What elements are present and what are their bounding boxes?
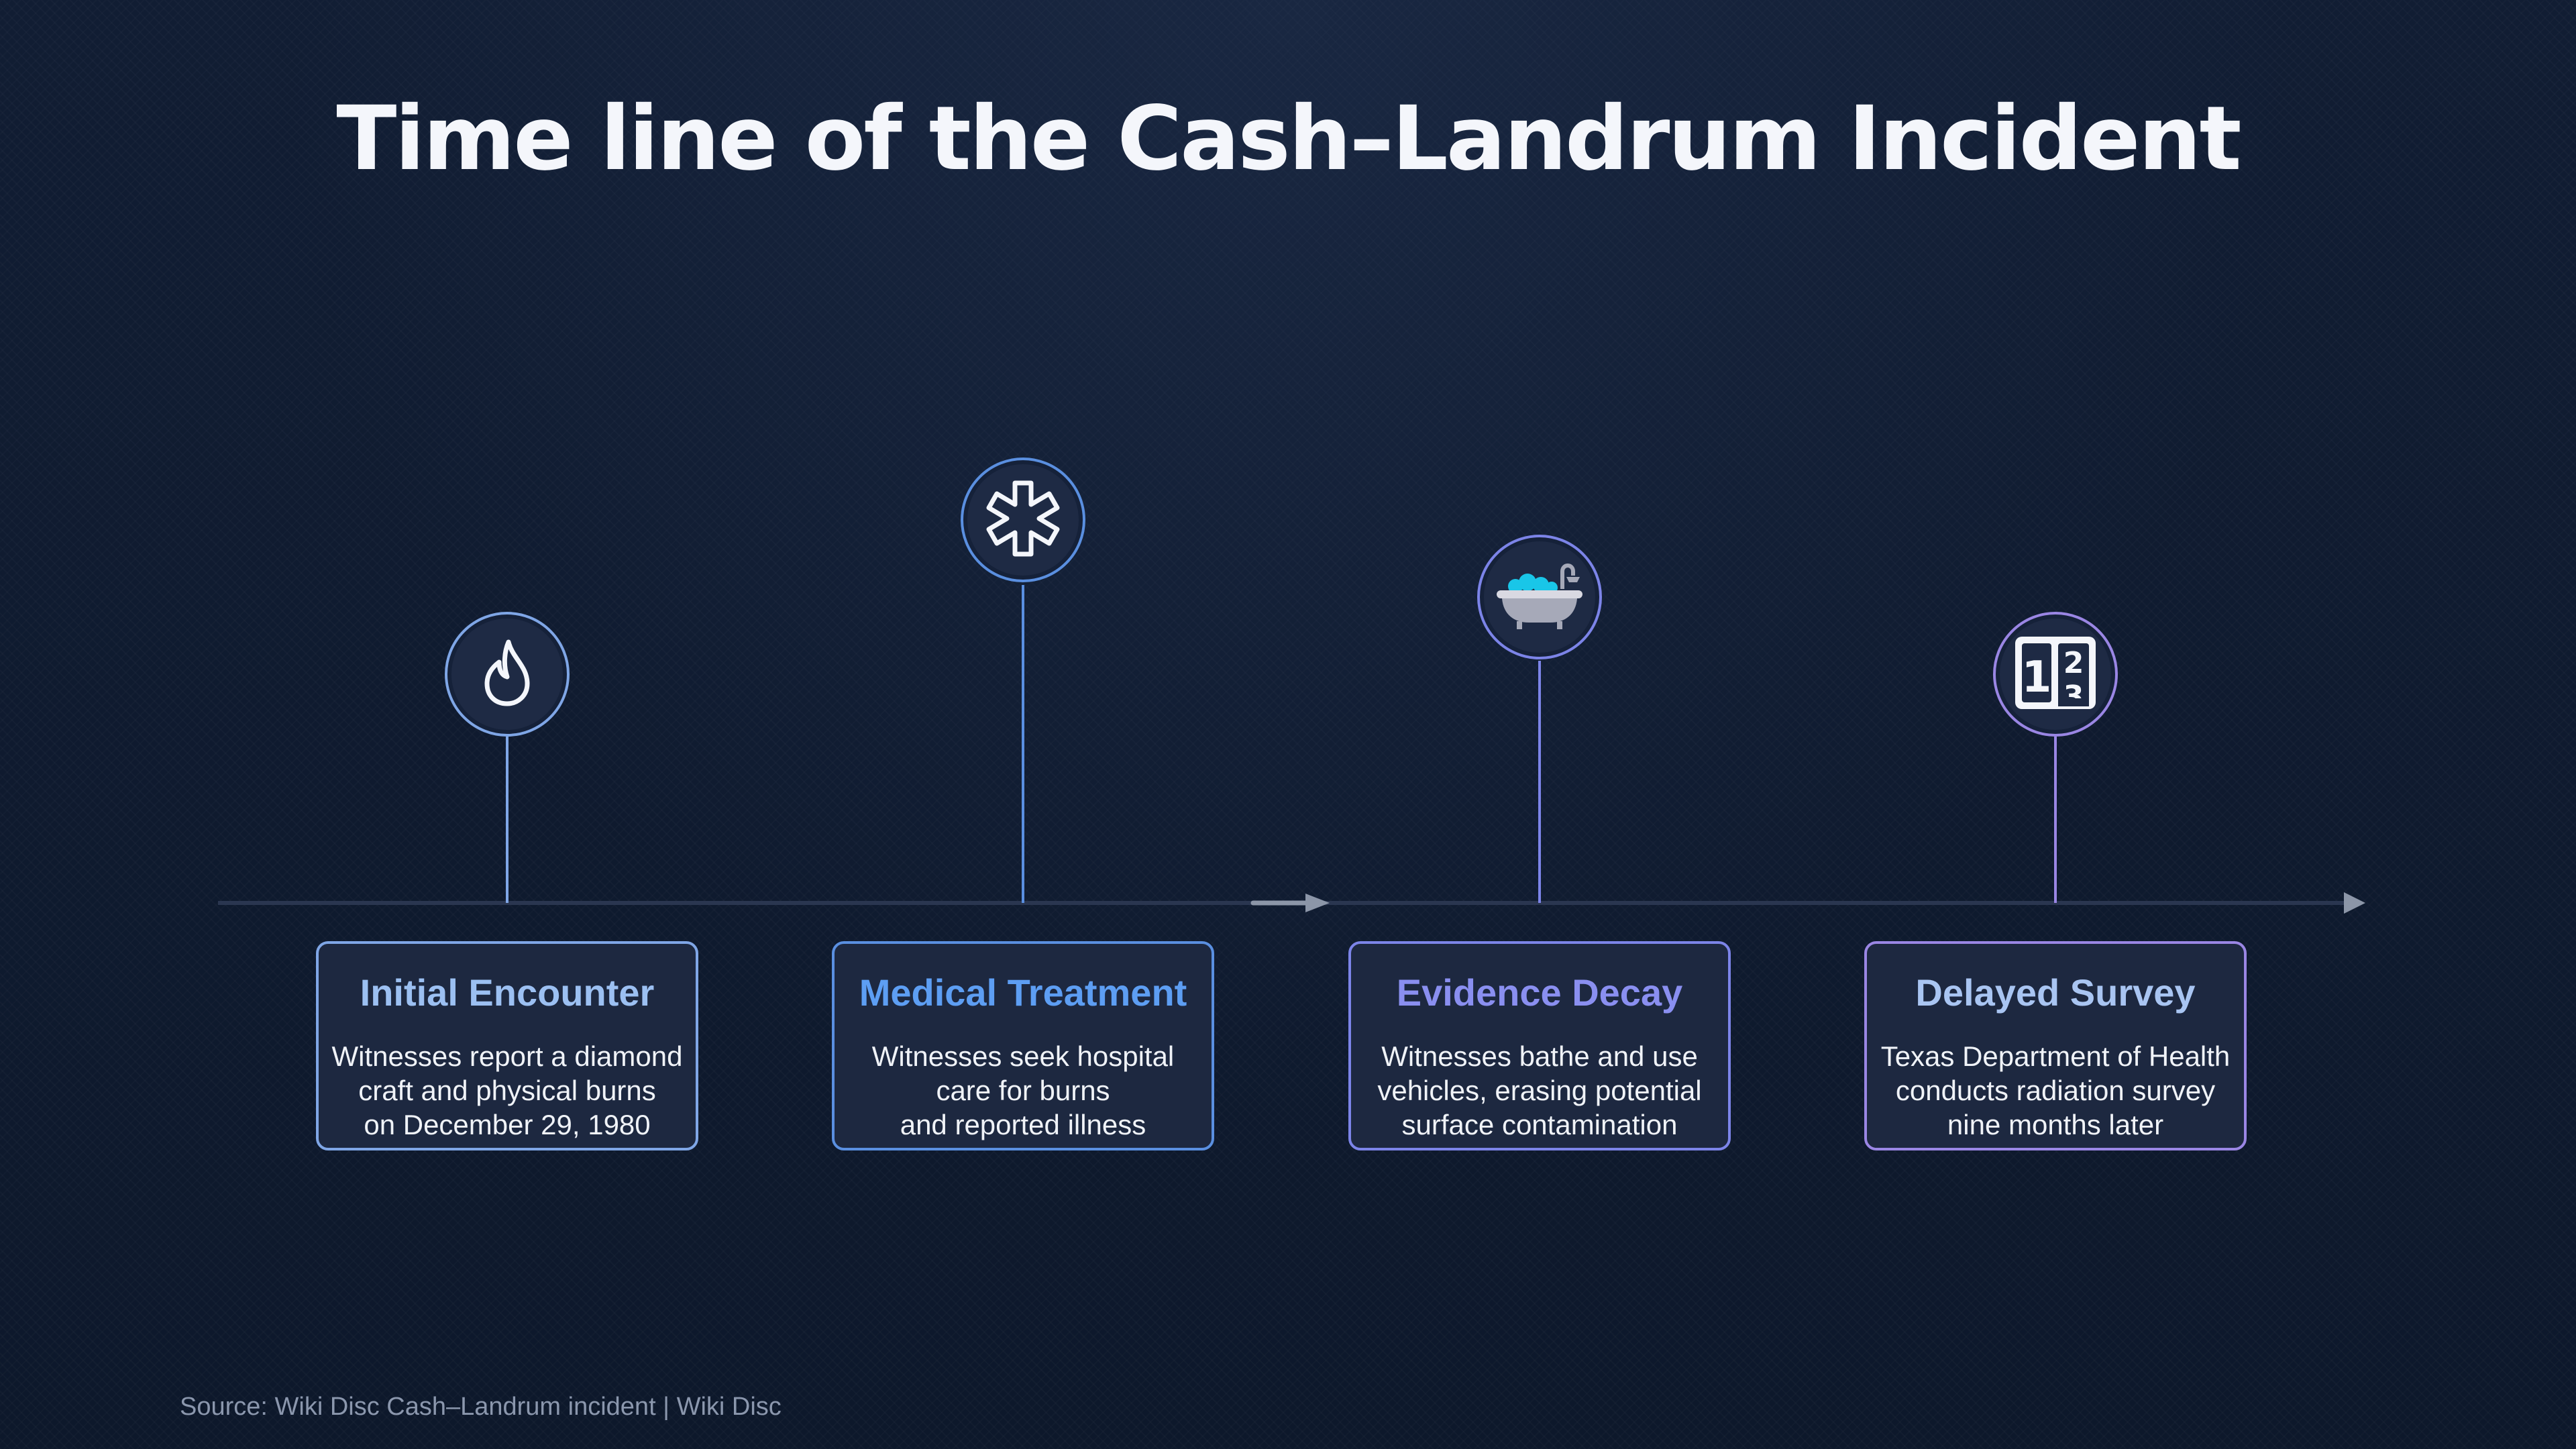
timeline-end-arrowhead [2344,892,2365,914]
svg-text:3: 3 [2063,680,2084,712]
event-marker-evidence-decay [1477,535,1602,659]
bathtub-icon [1493,555,1587,639]
event-card-delayed-survey: Delayed Survey Texas Department of Healt… [1864,941,2247,1150]
event-description: Witnesses seek hospital care for burns a… [871,1040,1175,1140]
page-title: Time line of the Cash–Landrum Incident [336,87,2241,191]
numbered-list-icon: 1 2 3 [2012,634,2098,715]
event-title: Initial Encounter [360,971,655,1014]
event-title: Medical Treatment [859,971,1187,1014]
event-title: Delayed Survey [1915,971,2196,1014]
fire-icon [470,635,545,714]
event-marker-initial-encounter [445,612,570,737]
medical-star-icon [979,475,1067,566]
event-description: Witnesses report a diamond craft and phy… [331,1040,683,1140]
event-card-evidence-decay: Evidence Decay Witnesses bathe and use v… [1348,941,1731,1150]
event-marker-medical-treatment [961,458,1085,582]
event-marker-delayed-survey: 1 2 3 [1993,612,2118,737]
event-description: Witnesses bathe and use vehicles, erasin… [1377,1040,1702,1140]
svg-text:2: 2 [2063,646,2084,680]
event-description: Texas Department of Health conducts radi… [1880,1040,2231,1140]
source-caption: Source: Wiki Disc Cash–Landrum incident … [180,1393,782,1421]
svg-text:1: 1 [2022,653,2052,702]
event-title: Evidence Decay [1396,971,1683,1014]
event-card-initial-encounter: Initial Encounter Witnesses report a dia… [316,941,698,1150]
event-card-medical-treatment: Medical Treatment Witnesses seek hospita… [832,941,1214,1150]
timeline-mid-arrowhead [1305,894,1330,912]
